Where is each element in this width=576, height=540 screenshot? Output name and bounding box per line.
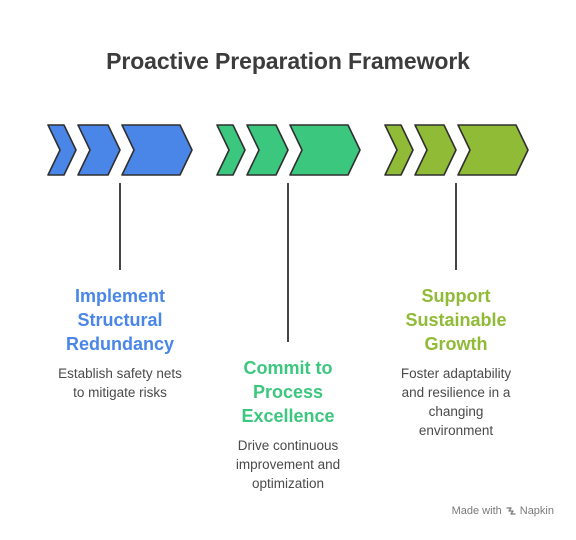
step-3-chevron-small [384, 124, 414, 176]
step-3-heading-line: Support [421, 286, 491, 306]
step-2-description-line: optimization [251, 476, 325, 491]
step-3-chevron-large [457, 124, 529, 176]
made-with-napkin-footer: Made with Napkin [452, 505, 554, 517]
made-with-label: Made with [451, 505, 502, 517]
step-3-chevron-medium [414, 124, 457, 176]
step-1-heading-line: Redundancy [65, 334, 175, 354]
step-2-heading-line: Excellence [241, 406, 335, 426]
step-2-chevron-small [216, 124, 246, 176]
step-3-heading: Support Sustainable Growth [371, 284, 541, 356]
step-2-description-line: Drive continuous [237, 438, 339, 453]
napkin-logo-icon [506, 507, 516, 515]
step-2-chevrons [216, 124, 361, 342]
step-3-description-line: changing [428, 404, 484, 419]
step-2-chevron-medium [246, 124, 289, 176]
step-1-description-line: to mitigate risks [73, 385, 167, 400]
step-2-heading: Commit to Process Excellence [203, 356, 373, 428]
step-2-chevron-large [289, 124, 361, 176]
step-1-chevrons [47, 124, 193, 270]
napkin-brand-label: Napkin [519, 505, 554, 517]
step-1-description: Establish safety nets to mitigate risks [35, 364, 205, 402]
step-2-heading-line: Commit to [243, 358, 333, 378]
step-3-heading-line: Sustainable [405, 310, 507, 330]
step-2-description: Drive continuous improvement and optimiz… [203, 436, 373, 493]
step-1-heading: Implement Structural Redundancy [35, 284, 205, 356]
step-1-chevron-large [121, 124, 193, 176]
step-1-heading-line: Implement [74, 286, 166, 306]
step-3-heading-line: Growth [424, 334, 488, 354]
step-2-heading-line: Process [252, 382, 324, 402]
diagram-title: Proactive Preparation Framework [106, 48, 470, 74]
step-2-description-line: improvement and [235, 457, 341, 472]
step-1-description-line: Establish safety nets [58, 366, 182, 381]
step-3-description-line: Foster adaptability [400, 366, 512, 381]
step-3-description-line: environment [418, 423, 494, 438]
step-3-chevrons [384, 124, 529, 270]
step-3-description: Foster adaptability and resilience in a … [371, 364, 541, 440]
step-1-heading-line: Structural [77, 310, 163, 330]
step-1-chevron-medium [77, 124, 121, 176]
step-1-chevron-small [47, 124, 77, 176]
step-3-description-line: and resilience in a [401, 385, 511, 400]
